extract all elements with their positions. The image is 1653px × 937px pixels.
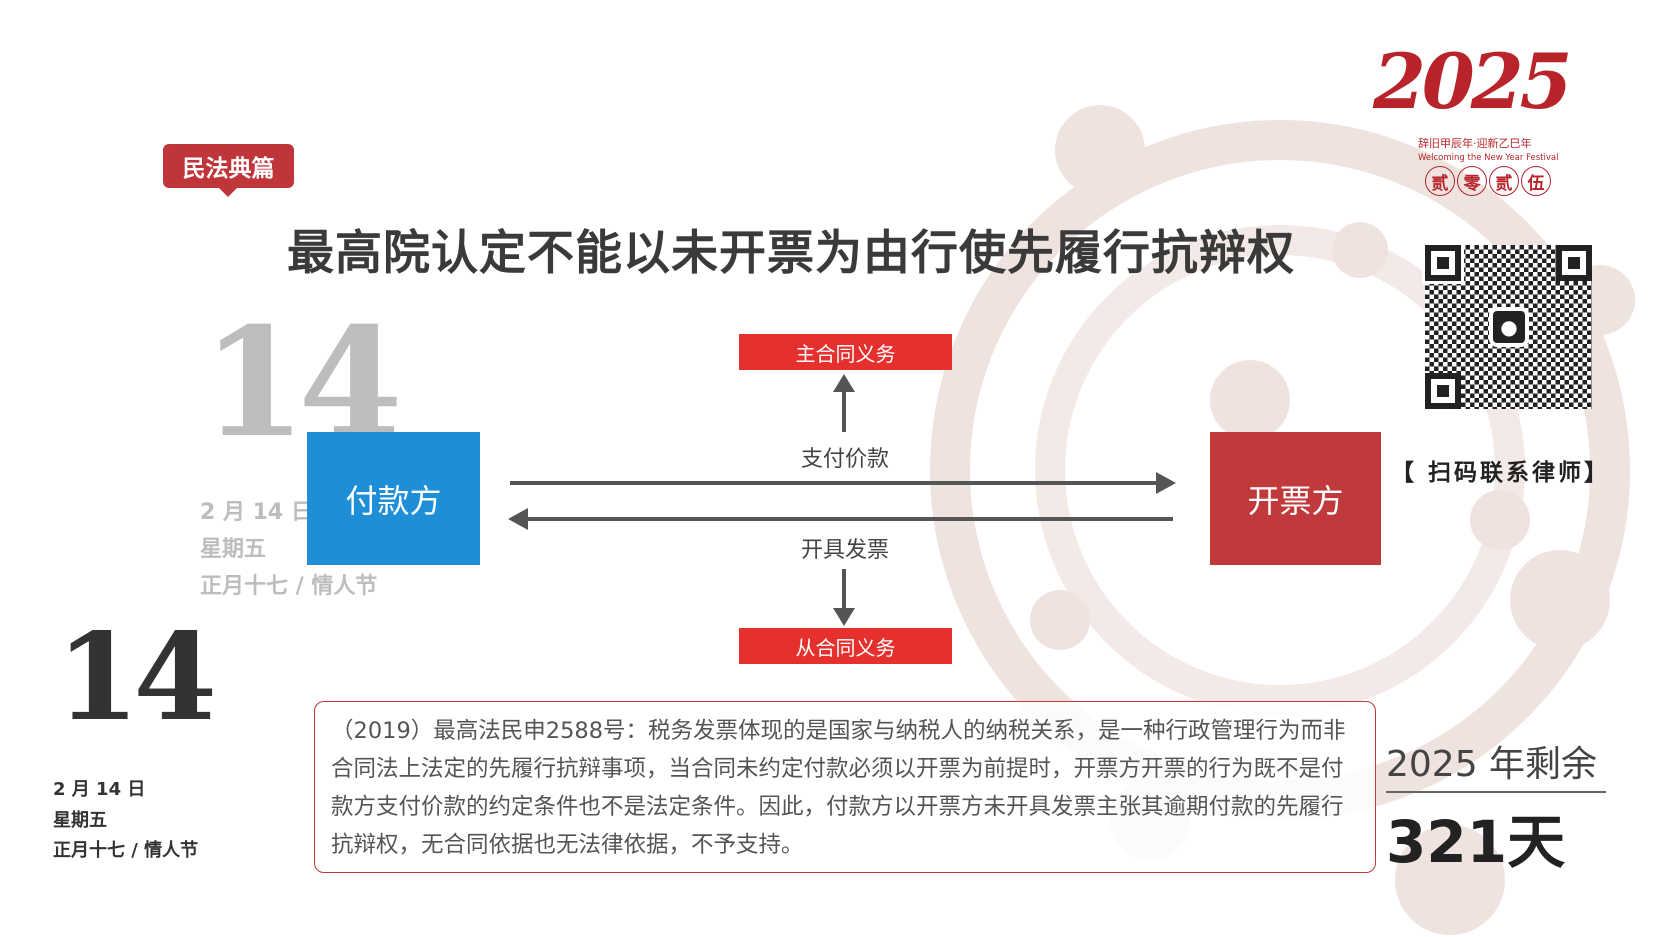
payer-box: 付款方 <box>307 432 480 565</box>
days-remaining: 321天 <box>1386 808 1566 876</box>
category-badge: 民法典篇 <box>163 144 294 197</box>
weekday: 星期五 <box>53 810 107 831</box>
invoice-label: 开具发票 <box>800 538 889 563</box>
page-title: 最高院认定不能以未开票为由行使先履行抗辩权 <box>287 226 1295 281</box>
wechat-icon: ● <box>1489 307 1529 347</box>
seal: 贰 <box>1489 166 1519 196</box>
lunar-date: 正月十七 / 情人节 <box>53 840 199 861</box>
invoicer-box: 开票方 <box>1210 432 1381 565</box>
seal: 伍 <box>1521 166 1551 196</box>
logo-chinese-slogan: 辞旧甲辰年·迎新乙巳年 <box>1418 137 1532 150</box>
sub-obligation-label: 从合同义务 <box>739 628 952 664</box>
seal: 零 <box>1457 166 1487 196</box>
main-obligation-label: 主合同义务 <box>739 334 952 370</box>
qr-code[interactable]: ● <box>1422 242 1592 409</box>
ghost-date: 2 月 14 日 <box>200 500 313 525</box>
qr-label: 【 扫码联系律师】 <box>1391 460 1611 486</box>
date: 2 月 14 日 <box>53 779 146 800</box>
case-note: （2019）最高法民申2588号：税务发票体现的是国家与纳税人的纳税关系，是一种… <box>314 701 1376 873</box>
day-number: 14 <box>56 607 217 748</box>
seal: 贰 <box>1425 166 1455 196</box>
logo-english-slogan: Welcoming the New Year Festival <box>1418 153 1559 163</box>
pay-label: 支付价款 <box>800 447 889 472</box>
new-year-logo: 2025 <box>1365 37 1615 197</box>
year-remaining-label: 2025 年剩余 <box>1386 735 1606 793</box>
logo-year: 2025 <box>1373 37 1573 126</box>
logo-seals: 贰 零 贰 伍 <box>1425 166 1551 196</box>
ghost-lunar: 正月十七 / 情人节 <box>200 574 378 599</box>
ghost-weekday: 星期五 <box>200 537 267 562</box>
